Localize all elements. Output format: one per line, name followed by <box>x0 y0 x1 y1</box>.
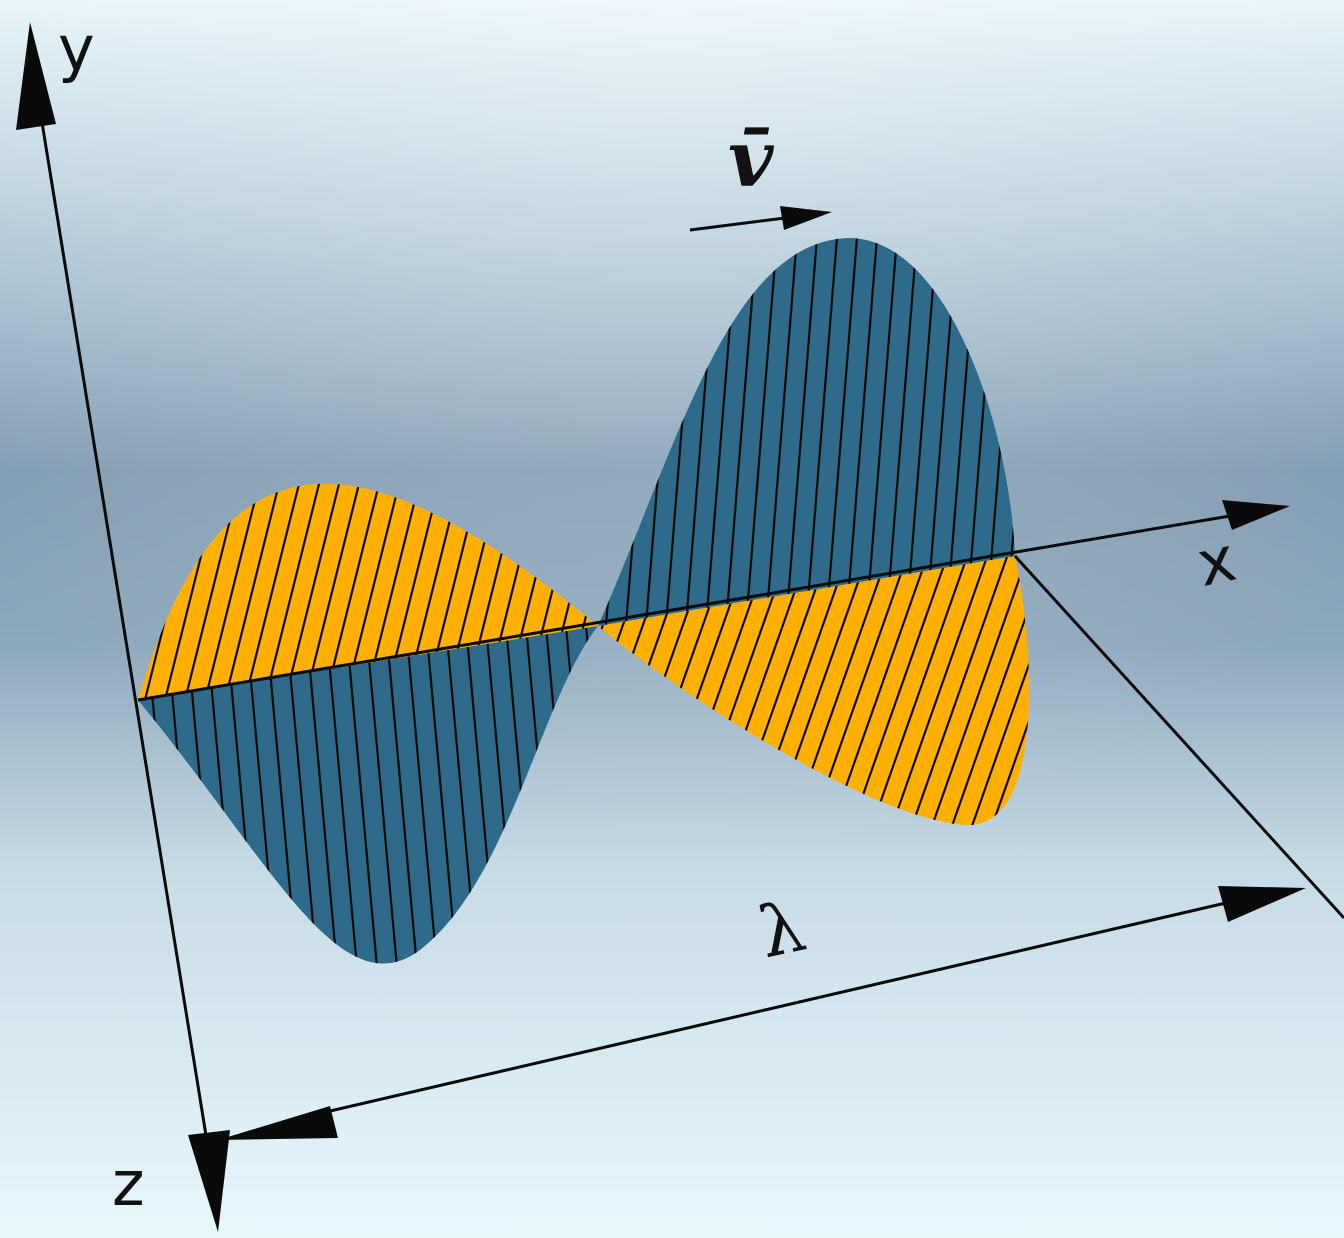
hatch-line <box>268 483 362 700</box>
velocity-label: v̄ <box>728 114 775 205</box>
hatch-line <box>898 556 1022 826</box>
electric-lobe-2 <box>598 238 1015 626</box>
magnetic-lobe-2 <box>598 556 1030 826</box>
hatch-line <box>878 556 1002 826</box>
hatch-line <box>958 556 1030 826</box>
hatch-line <box>488 483 582 700</box>
hatch-line <box>368 483 462 700</box>
wavelength-arrowhead-left <box>218 1106 338 1140</box>
velocity-arrowhead <box>780 206 832 230</box>
hatch-line <box>168 483 262 700</box>
hatch-line <box>578 626 598 964</box>
hatch-line <box>148 483 242 700</box>
hatch-line <box>208 483 302 700</box>
hatch-line <box>348 483 442 700</box>
hatch-line <box>288 483 382 700</box>
wavelength-dimension-line <box>299 900 1231 1120</box>
hatch-line <box>468 483 562 700</box>
hatch-line <box>448 483 542 700</box>
extension-line <box>1013 554 1344 920</box>
hatch-line <box>248 483 342 700</box>
x-axis-arrowhead <box>1222 500 1290 530</box>
magnetic-lobe-1 <box>138 483 598 700</box>
hatch-line <box>228 483 322 700</box>
hatch-line <box>188 483 282 700</box>
hatch-line <box>308 483 402 700</box>
z-axis-arrowhead <box>188 1130 230 1232</box>
hatch-line <box>408 483 502 700</box>
x-axis-line <box>137 514 1231 702</box>
wavelength-arrowhead-right <box>1218 886 1306 922</box>
hatch-line <box>388 483 482 700</box>
hatch-line <box>938 556 1030 826</box>
y-axis-line <box>38 109 212 1161</box>
hatch-line <box>428 483 522 700</box>
hatch-line <box>328 483 422 700</box>
velocity-arrow-line <box>689 216 786 232</box>
y-axis-arrowhead <box>16 22 56 130</box>
y-axis-label: y <box>58 12 95 85</box>
z-axis-label: z <box>112 1147 145 1220</box>
hatch-line <box>978 556 1030 826</box>
